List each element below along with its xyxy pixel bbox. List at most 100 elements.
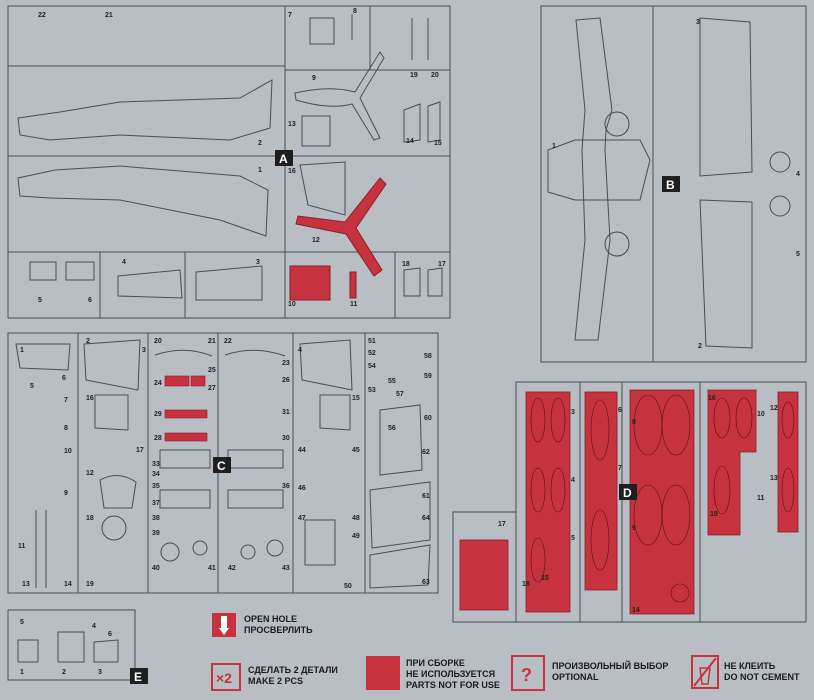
sprue-b-tag: [662, 176, 680, 192]
part-label: 10: [757, 411, 765, 418]
part-label: 3: [142, 347, 146, 354]
part-label: 13: [22, 581, 30, 588]
part-label: 50: [344, 583, 352, 590]
part-label: 16: [708, 395, 716, 402]
part-label: 14: [632, 607, 640, 614]
part-label: 4: [92, 623, 96, 630]
part-label: 59: [424, 373, 432, 380]
part-label: 25: [208, 367, 216, 374]
optional-text-en: OPTIONAL: [552, 672, 599, 682]
sprue-c-red-parts: [164, 375, 208, 442]
part-label: 4: [298, 347, 302, 354]
part-label: 53: [368, 387, 376, 394]
part-label: 56: [388, 425, 396, 432]
part-label: 3: [696, 19, 700, 26]
part-label: 18: [402, 261, 410, 268]
part-label: 5: [571, 535, 575, 542]
part-label: 60: [424, 415, 432, 422]
part-label: 18: [522, 581, 530, 588]
do-not-cement-text-en: DO NOT CEMENT: [724, 672, 800, 682]
part-label: 9: [632, 525, 636, 532]
part-label: 41: [208, 565, 216, 572]
make-two-text-ru: СДЕЛАТЬ 2 ДЕТАЛИ: [248, 665, 338, 675]
part-label: 2: [698, 343, 702, 350]
sprue-c-labels: 1 2 5 6 7 8 16 17 10 12 9 18 11 13 14 19…: [18, 338, 432, 590]
part-label: 48: [352, 515, 360, 522]
part-label: 3: [571, 409, 575, 416]
part-label: 6: [62, 375, 66, 382]
part-label: 22: [224, 338, 232, 345]
part-label: 24: [154, 380, 162, 387]
do-not-cement-icon: [691, 655, 719, 689]
part-label: 23: [282, 360, 290, 367]
part-label: 19: [86, 581, 94, 588]
not-for-use-text-ru-1: ПРИ СБОРКЕ: [406, 658, 465, 668]
part-label: 47: [298, 515, 306, 522]
sprue-a: [7, 5, 451, 319]
part-label: 64: [422, 515, 430, 522]
part-label: 58: [424, 353, 432, 360]
part-label: 8: [353, 8, 357, 15]
part-label: 49: [352, 533, 360, 540]
part-label: 20: [431, 72, 439, 79]
part-label: 63: [422, 579, 430, 586]
part-label: 2: [258, 140, 262, 147]
part-label: 13: [770, 475, 778, 482]
open-hole-text-ru: ПРОСВЕРЛИТЬ: [244, 625, 313, 635]
do-not-cement-legend: НЕ КЛЕИТЬ DO NOT CEMENT: [724, 661, 800, 683]
part-label: 5: [30, 383, 34, 390]
part-label: 44: [298, 447, 306, 454]
sprue-b-labels: 3 1 4 5 2: [552, 19, 800, 350]
part-label: 21: [208, 338, 216, 345]
sprue-c: [7, 332, 439, 594]
part-label: 30: [282, 435, 290, 442]
part-label: 6: [88, 297, 92, 304]
part-label: 37: [152, 500, 160, 507]
part-label: 11: [18, 543, 26, 550]
part-label: 62: [422, 449, 430, 456]
part-label: 18: [86, 515, 94, 522]
part-label: 12: [86, 470, 94, 477]
part-label: 12: [770, 405, 778, 412]
optional-text-ru: ПРОИЗВОЛЬНЫЙ ВЫБОР: [552, 661, 669, 671]
sprue-a-red-parts: [289, 177, 387, 301]
optional-legend: ПРОИЗВОЛЬНЫЙ ВЫБОР OPTIONAL: [552, 661, 668, 683]
part-label: 31: [282, 409, 290, 416]
part-label: 28: [154, 435, 162, 442]
part-label: 11: [757, 495, 765, 502]
part-label: 6: [618, 407, 622, 414]
part-label: 3: [256, 259, 260, 266]
make-two-icon-text: ×2: [216, 670, 232, 686]
part-label: 52: [368, 350, 376, 357]
part-label: 1: [20, 347, 24, 354]
part-label: 55: [388, 378, 396, 385]
part-label: 10: [288, 301, 296, 308]
part-label: 45: [352, 447, 360, 454]
part-label: 16: [86, 395, 94, 402]
part-label: 4: [571, 477, 575, 484]
sprue-e-tag: [130, 668, 148, 684]
part-label: 9: [312, 75, 316, 82]
part-label: 40: [152, 565, 160, 572]
make-two-legend: СДЕЛАТЬ 2 ДЕТАЛИ MAKE 2 PCS: [248, 665, 338, 687]
part-label: 20: [154, 338, 162, 345]
sprue-d-tag: [619, 484, 637, 500]
part-label: 57: [396, 391, 404, 398]
sprue-a-labels: 22 21 7 8 19 20 9 2 13 14 15 1 16 12 4 3…: [38, 8, 446, 308]
part-label: 5: [20, 619, 24, 626]
open-hole-text-en: OPEN HOLE: [244, 614, 298, 624]
part-label: 17: [438, 261, 446, 268]
sprue-c-tag: [213, 457, 231, 473]
part-label: 5: [38, 297, 42, 304]
sprue-d-letter: D: [623, 486, 632, 500]
part-label: 14: [64, 581, 72, 588]
optional-icon-text: ?: [521, 665, 532, 685]
part-label: 54: [368, 363, 376, 370]
sprue-e: [7, 609, 136, 681]
sprue-d-labels: 3 4 5 6 7 8 9 10 11 12 13 14 15 16 17 18…: [498, 395, 778, 614]
sprue-e-letter: E: [134, 670, 142, 684]
part-label: 4: [122, 259, 126, 266]
part-label: 34: [152, 471, 160, 478]
do-not-cement-text-ru: НЕ КЛЕИТЬ: [724, 661, 776, 671]
part-label: 27: [208, 385, 216, 392]
